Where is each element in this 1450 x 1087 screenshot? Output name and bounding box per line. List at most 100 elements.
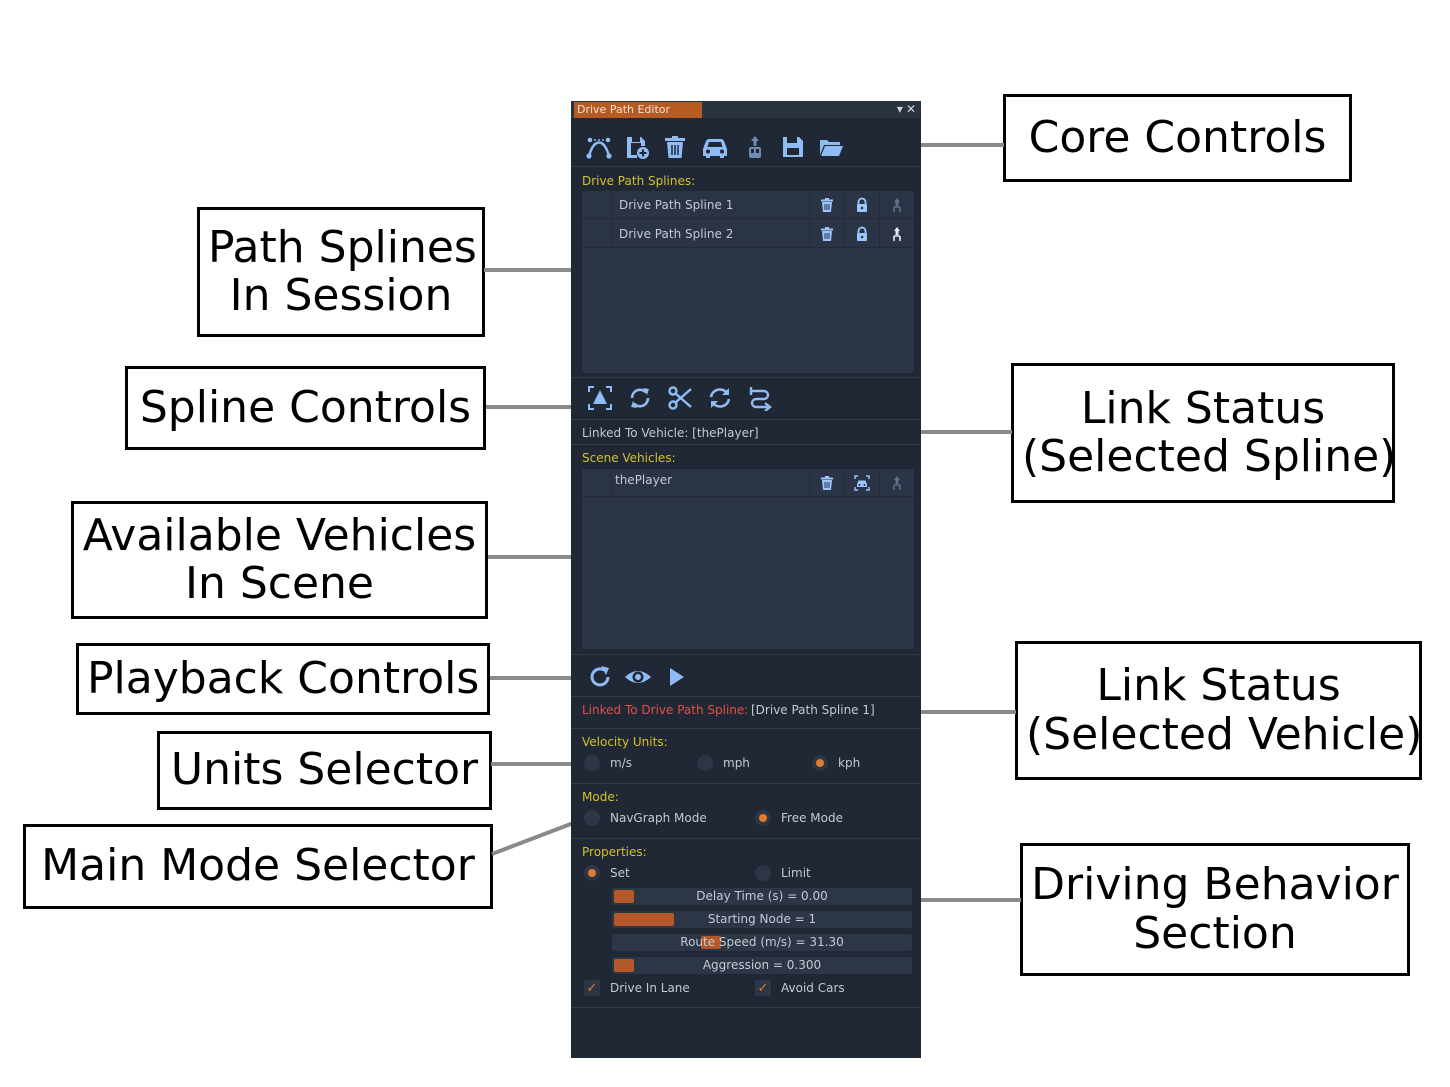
reset-icon[interactable]: [585, 662, 615, 692]
slider-grab[interactable]: [614, 913, 674, 926]
play-icon[interactable]: [661, 662, 691, 692]
divider: [571, 838, 921, 839]
callout-line: In Session: [229, 270, 453, 321]
mode-label: Mode:: [582, 790, 619, 804]
check-icon: ✓: [584, 980, 600, 996]
row-index-cell: [582, 469, 612, 496]
radio-label: kph: [838, 756, 861, 770]
callout-path-splines: Path Splines In Session: [197, 207, 485, 337]
slider-label: Starting Node = 1: [707, 912, 817, 926]
refresh-icon[interactable]: [625, 383, 655, 413]
callout-line: Driving Behavior: [1031, 859, 1399, 911]
route-speed-slider[interactable]: Route Speed (m/s) = 31.30: [612, 934, 912, 951]
playback-controls-toolbar: [585, 662, 691, 692]
folder-open-icon[interactable]: [816, 132, 846, 162]
link-vehicle-icon[interactable]: [740, 132, 770, 162]
checkbox-label: Drive In Lane: [610, 981, 690, 995]
callout-line: Link Status: [1080, 382, 1326, 434]
divider: [571, 166, 921, 167]
leader-line: [491, 762, 577, 766]
callout-core-controls: Core Controls: [1003, 94, 1352, 182]
radio-label: mph: [723, 756, 750, 770]
vehicle-row[interactable]: thePlayer: [582, 469, 914, 497]
radio-ms[interactable]: m/s: [584, 755, 632, 771]
divider: [571, 696, 921, 697]
drive-path-editor-panel: Drive Path Editor ▾✕ Drive Path Splines:: [571, 101, 921, 1058]
radio-limit[interactable]: Limit: [755, 865, 811, 881]
link-icon[interactable]: [879, 191, 914, 218]
spline-name[interactable]: Drive Path Spline 2: [619, 226, 734, 241]
callout-line: Playback Controls: [87, 652, 480, 704]
radio-label: Free Mode: [781, 811, 843, 825]
focus-car-icon[interactable]: [844, 469, 879, 496]
radio-kph[interactable]: kph: [812, 755, 860, 771]
slider-label: Aggression = 0.300: [702, 958, 822, 972]
lock-icon[interactable]: [844, 191, 879, 218]
vehicle-name[interactable]: thePlayer: [615, 472, 673, 487]
slider-label: Route Speed (m/s) = 31.30: [680, 935, 844, 949]
link-icon[interactable]: [879, 469, 914, 496]
radio-navgraph-mode[interactable]: NavGraph Mode: [584, 810, 707, 826]
reverse-icon[interactable]: [745, 383, 775, 413]
divider: [571, 728, 921, 729]
spline-controls-toolbar: [585, 383, 775, 413]
trash-icon[interactable]: [809, 220, 844, 247]
window-menu-close-icon[interactable]: ▾✕: [896, 102, 919, 116]
callout-line: Path Splines: [208, 221, 477, 273]
callout-line: (Selected Vehicle): [1026, 708, 1423, 760]
radio-dot-selected: [755, 810, 771, 826]
eye-icon[interactable]: [621, 662, 655, 692]
spline-row[interactable]: Drive Path Spline 1: [582, 191, 914, 219]
radio-dot: [697, 755, 713, 771]
callout-units-selector: Units Selector: [157, 731, 492, 810]
spline-name[interactable]: Drive Path Spline 1: [619, 197, 734, 212]
divider: [571, 1007, 921, 1008]
drive-in-lane-checkbox[interactable]: ✓ Drive In Lane: [584, 980, 690, 996]
trash-icon[interactable]: [809, 469, 844, 496]
leader-line: [484, 268, 573, 272]
save-new-icon[interactable]: [622, 132, 652, 162]
car-icon[interactable]: [698, 132, 732, 162]
select-node-icon[interactable]: [585, 383, 615, 413]
sync-icon[interactable]: [705, 383, 735, 413]
callout-available-vehicles: Available Vehicles In Scene: [71, 501, 488, 619]
radio-mph[interactable]: mph: [697, 755, 750, 771]
vehicles-label: Scene Vehicles:: [582, 451, 676, 465]
starting-node-slider[interactable]: Starting Node = 1: [612, 911, 912, 928]
link-icon[interactable]: [879, 220, 914, 247]
radio-label: NavGraph Mode: [610, 811, 707, 825]
radio-dot: [755, 865, 771, 881]
check-icon: ✓: [755, 980, 771, 996]
leader-line: [486, 405, 578, 409]
radio-label: Limit: [781, 866, 811, 880]
callout-line: Link Status: [1096, 660, 1341, 712]
radio-free-mode[interactable]: Free Mode: [755, 810, 843, 826]
trash-icon[interactable]: [660, 132, 690, 162]
panel-title-tab[interactable]: Drive Path Editor: [574, 102, 702, 118]
delay-time-slider[interactable]: Delay Time (s) = 0.00: [612, 888, 912, 905]
radio-set[interactable]: Set: [584, 865, 630, 881]
radio-dot: [584, 810, 600, 826]
callout-link-status-vehicle: Link Status (Selected Vehicle): [1015, 641, 1422, 780]
splines-label: Drive Path Splines:: [582, 174, 696, 188]
lock-icon[interactable]: [844, 220, 879, 247]
divider: [571, 444, 921, 445]
radio-dot-selected: [812, 755, 828, 771]
aggression-slider[interactable]: Aggression = 0.300: [612, 957, 912, 974]
avoid-cars-checkbox[interactable]: ✓ Avoid Cars: [755, 980, 845, 996]
save-icon[interactable]: [778, 132, 808, 162]
scissors-icon[interactable]: [665, 383, 695, 413]
divider: [571, 377, 921, 378]
slider-grab[interactable]: [701, 936, 721, 949]
slider-grab[interactable]: [614, 890, 634, 903]
callout-main-mode-selector: Main Mode Selector: [23, 824, 493, 909]
spline-row[interactable]: Drive Path Spline 2: [582, 220, 914, 248]
slider-grab[interactable]: [614, 959, 634, 972]
properties-label: Properties:: [582, 845, 647, 859]
linked-spline-label: Linked To Drive Path Spline:: [582, 703, 749, 717]
callout-line: Core Controls: [1028, 111, 1327, 163]
linked-vehicle-status: Linked To Vehicle: [thePlayer]: [582, 426, 759, 440]
bezier-curve-icon[interactable]: [584, 132, 614, 162]
trash-icon[interactable]: [809, 191, 844, 218]
callout-line: Available Vehicles: [82, 509, 477, 561]
